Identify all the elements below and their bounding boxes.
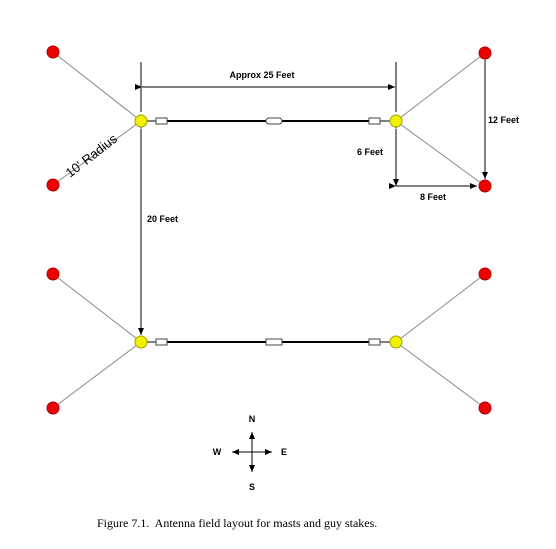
compass-east-label: E [281,447,287,457]
guy-line [52,273,142,343]
guy-line [52,341,142,409]
span-label: Approx 25 Feet [229,70,294,80]
compass-north-label: N [249,414,256,424]
mast [389,335,403,349]
guy-stake [46,178,60,192]
end-insulator [368,338,381,346]
end-insulator [155,117,168,125]
guy-height-label: 6 Feet [357,147,383,157]
guy-stake [478,267,492,281]
compass-south-label: S [249,482,255,492]
mast-spacing-label: 20 Feet [147,214,178,224]
guy-stake [478,46,492,60]
center-insulator [265,117,283,125]
guy-line [52,120,142,186]
mast [134,114,148,128]
guy-line [52,51,142,122]
guy-stake [46,401,60,415]
radius-label: 10' Radius [63,131,121,181]
guy-stakes [46,45,492,415]
dimension-lines [135,53,488,335]
masts [134,114,403,349]
guy-line [395,273,486,343]
antenna-wires [147,120,390,343]
guy-stake [478,179,492,193]
guy-offset-label: 8 Feet [420,192,446,202]
mast [389,114,403,128]
compass-west-label: W [213,447,222,457]
end-insulator [155,338,168,346]
compass-rose: N S E W [213,414,287,492]
end-insulator [368,117,381,125]
guy-lines [52,51,486,409]
guy-spread-label: 12 Feet [488,115,519,125]
guy-stake [478,401,492,415]
mast [134,335,148,349]
center-insulator [265,338,283,346]
insulators [155,117,381,346]
guy-stake [46,45,60,59]
guy-line [395,120,486,187]
figure-caption: Figure 7.1. Antenna field layout for mas… [97,516,377,530]
guy-stake [46,267,60,281]
guy-line [395,341,486,409]
guy-line [395,52,486,122]
